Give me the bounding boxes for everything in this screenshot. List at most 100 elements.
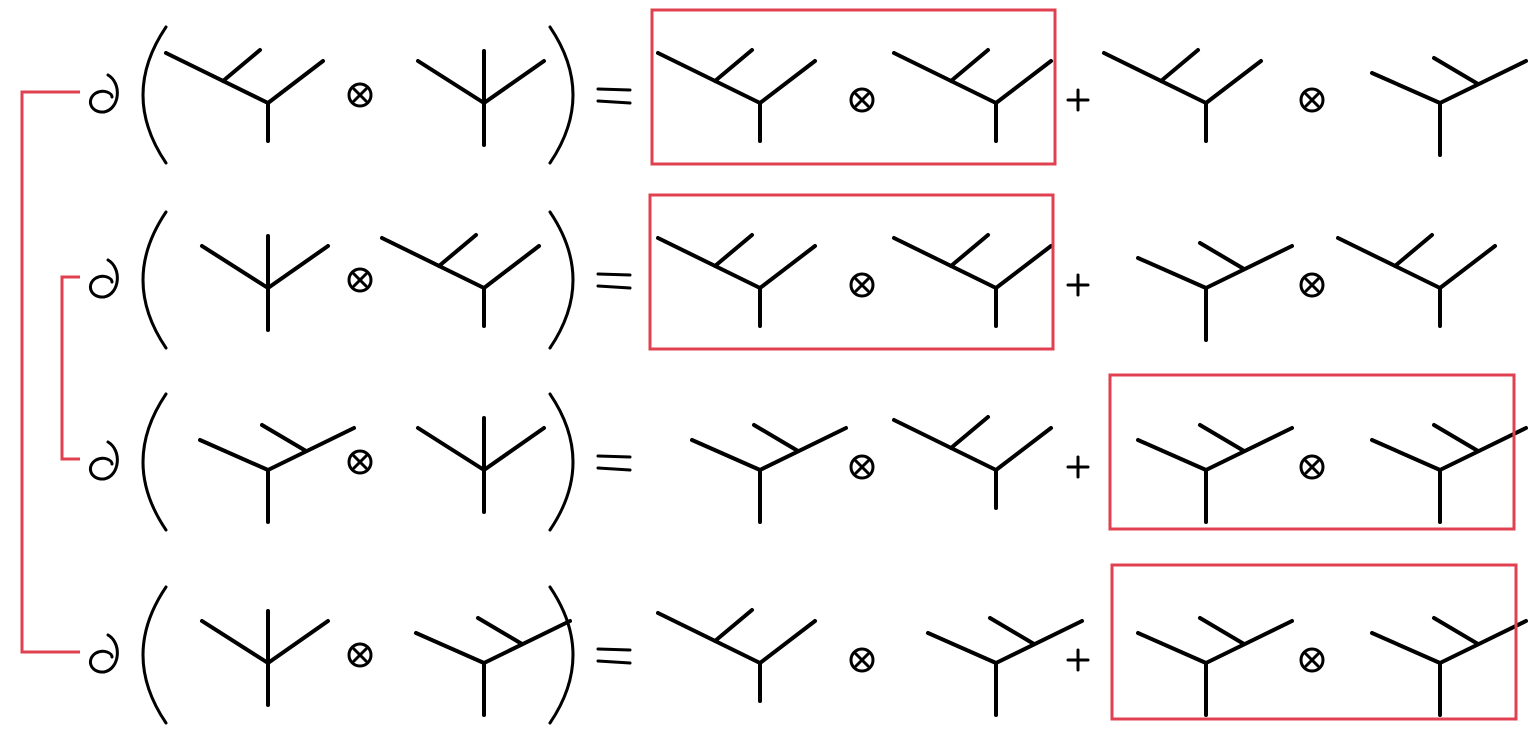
tree-right-edge [1204, 619, 1294, 665]
tree-right-edge [1438, 244, 1497, 290]
tensor-cross-b [352, 87, 368, 103]
tree-right-edge [1438, 59, 1528, 105]
equals-top [596, 272, 632, 277]
tree-inner-leaf [713, 48, 754, 83]
tree-left-edge [416, 426, 486, 472]
tree-left-edge [416, 59, 486, 105]
tree-right-edge [482, 619, 572, 665]
right-comb-tree [1370, 616, 1528, 717]
right-comb-tree [1136, 423, 1294, 524]
tree-inner-leaf [1393, 233, 1434, 268]
tree-right-edge [266, 59, 325, 105]
tree-left-edge [892, 418, 998, 472]
tensor-product-icon [849, 272, 875, 298]
equals-bottom [596, 99, 632, 105]
left-comb-tree [1336, 233, 1497, 328]
tree-left-edge [1136, 438, 1208, 472]
right-comb-tree [926, 616, 1084, 717]
right-paren [548, 25, 575, 165]
left-comb-tree [892, 48, 1053, 143]
tensor-cross-b [1304, 652, 1320, 668]
tensor-product-icon [849, 647, 875, 673]
highlight-box [1110, 563, 1518, 721]
tree-right-edge [1204, 59, 1263, 105]
equals-icon [596, 647, 632, 665]
tree-inner-leaf [988, 616, 1036, 646]
tree-inner-leaf [437, 233, 478, 268]
boundary-operator-icon [88, 440, 119, 481]
tensor-circle [1299, 87, 1325, 113]
right-paren [548, 392, 575, 532]
tree-left-edge [690, 438, 762, 472]
right-comb-tree [414, 616, 572, 717]
right-paren [548, 210, 575, 350]
right-comb-tree [1370, 56, 1528, 157]
tree-right-edge [482, 59, 546, 105]
tensor-cross-b [1304, 92, 1320, 108]
plus-icon [1066, 648, 1090, 672]
tree-right-edge [1204, 244, 1294, 290]
tree-left-edge [656, 51, 762, 105]
tensor-product-icon [1299, 454, 1325, 480]
tree-right-edge [758, 426, 848, 472]
right-comb-tree [1370, 423, 1528, 524]
tensor-product-icon [1299, 272, 1325, 298]
tensor-cross-b [1304, 277, 1320, 293]
tree-right-edge [482, 244, 541, 290]
left-comb-tree [656, 233, 817, 328]
corolla-tree [416, 49, 546, 147]
corolla-tree [200, 609, 330, 707]
tensor-product-icon [849, 454, 875, 480]
tree-left-edge [1336, 236, 1442, 290]
tensor-cross-b [854, 92, 870, 108]
tree-right-edge [758, 244, 817, 290]
plus-icon [1066, 273, 1090, 297]
tree-left-edge [1102, 51, 1208, 105]
tensor-cross-b [854, 652, 870, 668]
tree-left-edge [1136, 631, 1208, 665]
corolla-tree [200, 234, 330, 332]
left-comb-tree [380, 233, 541, 328]
tree-inner-leaf [221, 48, 262, 83]
left-comb-tree [892, 233, 1053, 328]
tensor-circle [849, 647, 875, 673]
tree-left-edge [200, 244, 270, 290]
tree-right-edge [758, 619, 817, 665]
tree-left-edge [198, 438, 270, 472]
tensor-cross-b [352, 454, 368, 470]
tree-inner-leaf [1432, 423, 1480, 453]
tensor-cross-b [1304, 459, 1320, 475]
left-paren [141, 25, 168, 165]
highlight-box [650, 8, 1057, 166]
tensor-circle [347, 267, 373, 293]
tree-left-edge [380, 236, 486, 290]
tree-left-edge [1136, 256, 1208, 290]
highlight-box [1108, 373, 1516, 531]
tensor-cross-b [854, 277, 870, 293]
tree-left-edge [164, 51, 270, 105]
tree-right-edge [1204, 426, 1294, 472]
tree-right-edge [994, 426, 1053, 472]
tree-left-edge [926, 631, 998, 665]
right-comb-tree [1136, 616, 1294, 717]
tree-inner-leaf [1432, 616, 1480, 646]
tree-inner-leaf [949, 233, 990, 268]
row-link-bracket [20, 90, 80, 654]
tree-inner-leaf [713, 233, 754, 268]
equals-icon [596, 454, 632, 472]
tensor-cross-b [352, 647, 368, 663]
equals-bottom [596, 466, 632, 472]
tree-inner-leaf [476, 616, 524, 646]
tensor-product-icon [347, 267, 373, 293]
left-paren [141, 210, 168, 350]
equals-top [596, 647, 632, 652]
tree-right-edge [266, 426, 356, 472]
left-comb-tree [656, 48, 817, 143]
tree-right-edge [994, 619, 1084, 665]
tree-right-edge [266, 619, 330, 665]
tree-inner-leaf [1159, 48, 1200, 83]
tree-left-edge [200, 619, 270, 665]
equals-bottom [596, 659, 632, 665]
plus-icon [1066, 88, 1090, 112]
